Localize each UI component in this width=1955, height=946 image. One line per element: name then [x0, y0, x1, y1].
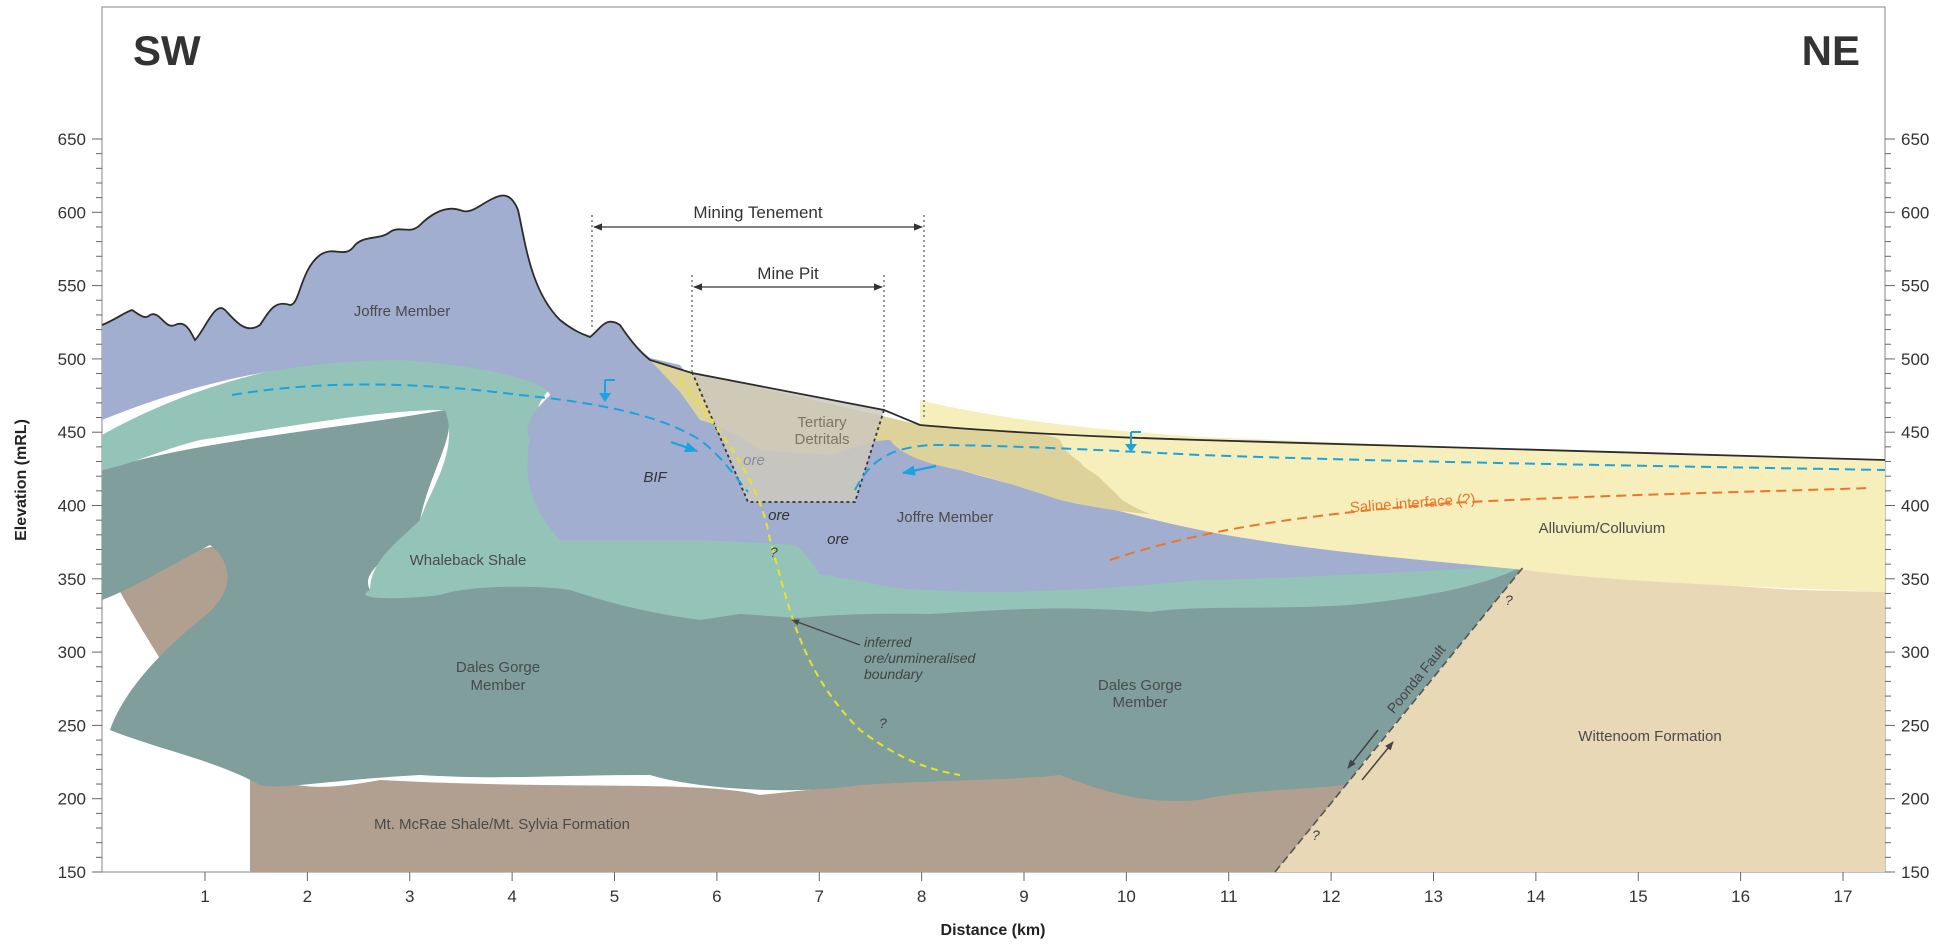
mine-pit-label: Mine Pit: [757, 264, 819, 283]
y-tick-label-left: 200: [58, 790, 86, 809]
x-tick-label: 4: [507, 887, 516, 906]
y-tick-label-left: 600: [58, 203, 86, 222]
x-tick-label: 15: [1629, 887, 1648, 906]
y-tick-label-right: 200: [1901, 790, 1929, 809]
ground-surface-line: [101, 194, 1886, 461]
x-tick-label: 9: [1019, 887, 1028, 906]
y-tick-label-left: 650: [58, 130, 86, 149]
uncertainty-mark-3: ?: [1505, 592, 1513, 608]
fault-arrow-up: [1361, 741, 1394, 781]
x-tick-label: 3: [405, 887, 414, 906]
y-tick-label-left: 350: [58, 570, 86, 589]
y-tick-label-left: 300: [58, 643, 86, 662]
y-tick-label-left: 550: [58, 277, 86, 296]
uncertainty-mark-1: ?: [770, 544, 778, 560]
ore-label-pit: ore: [743, 452, 765, 469]
x-tick-label: 11: [1220, 887, 1238, 906]
whaleback-shale-label: Whaleback Shale: [410, 552, 527, 569]
mcrae-shale-label: Mt. McRae Shale/Mt. Sylvia Formation: [374, 816, 630, 833]
flow-arrow-left: [670, 440, 699, 453]
y-tick-label-right: 450: [1901, 423, 1929, 442]
ore-label-lower-2: ore: [827, 531, 849, 548]
x-tick-label: 13: [1424, 887, 1443, 906]
x-tick-label: 6: [712, 887, 721, 906]
y-tick-label-left: 500: [58, 350, 86, 369]
y-axis-right: 150 200 250 300 350 400 450 500 550 600 650: [1885, 130, 1929, 882]
x-tick-label: 10: [1117, 887, 1136, 906]
tertiary-detritals-label-1: Tertiary: [797, 414, 847, 431]
alluvium-unit: [920, 400, 1885, 592]
joffre-member-label-upper: Joffre Member: [354, 303, 450, 320]
inferred-boundary-label-1: inferred: [864, 634, 913, 650]
x-tick-label: 17: [1834, 887, 1853, 906]
dales-gorge-right-label-1: Dales Gorge: [1098, 677, 1182, 694]
ore-label-lower-1: ore: [768, 507, 790, 524]
y-tick-label-left: 150: [58, 863, 86, 882]
mcrae-shale-unit: [102, 544, 1370, 872]
x-tick-label: 16: [1731, 887, 1750, 906]
water-level-marker-right-head: [1125, 444, 1137, 452]
poonda-fault-line: [1274, 564, 1526, 873]
y-tick-label-right: 150: [1901, 863, 1929, 882]
x-tick-label: 7: [815, 887, 824, 906]
fault-arrow-down: [1347, 729, 1379, 769]
y-tick-label-right: 250: [1901, 716, 1929, 735]
x-tick-label: 12: [1322, 887, 1341, 906]
uncertainty-mark-2: ?: [879, 715, 887, 731]
y-tick-label-left: 400: [58, 497, 86, 516]
y-tick-label-right: 600: [1901, 203, 1929, 222]
dales-gorge-left-label-1: Dales Gorge: [456, 659, 540, 676]
y-axis-title: Elevation (mRL): [13, 419, 30, 541]
uncertainty-mark-4: ?: [1312, 827, 1320, 843]
y-tick-label-left: 450: [58, 423, 86, 442]
y-tick-label-right: 500: [1901, 350, 1929, 369]
direction-ne: NE: [1802, 27, 1860, 74]
x-axis-title: Distance (km): [941, 922, 1046, 939]
y-tick-label-right: 550: [1901, 277, 1929, 296]
x-tick-label: 5: [610, 887, 619, 906]
wittenoom-formation-label: Wittenoom Formation: [1578, 728, 1721, 745]
inferred-boundary-label-3: boundary: [864, 666, 923, 682]
dales-gorge-left-label-2: Member: [470, 677, 525, 694]
wittenoom-formation-unit: [1275, 565, 1885, 872]
geology-layers: [102, 195, 1885, 872]
y-tick-label-right: 400: [1901, 497, 1929, 516]
dales-gorge-right-label-2: Member: [1112, 694, 1167, 711]
pit-outline: [691, 371, 885, 503]
joffre-member-label-lower: Joffre Member: [897, 509, 993, 526]
x-tick-label: 8: [917, 887, 926, 906]
mining-tenement-label: Mining Tenement: [693, 203, 822, 222]
water-table-line: [231, 383, 1886, 493]
water-level-marker-left-head: [599, 393, 611, 402]
y-tick-label-right: 650: [1901, 130, 1929, 149]
y-tick-label-right: 350: [1901, 570, 1929, 589]
whaleback-shale-unit: [102, 351, 1525, 620]
flow-arrow-right: [901, 464, 937, 476]
direction-sw: SW: [133, 27, 201, 74]
x-tick-label: 2: [303, 887, 312, 906]
bif-label: BIF: [643, 469, 667, 486]
alluvium-label: Alluvium/Colluvium: [1539, 520, 1666, 537]
y-axis-left: 150 200 250 300 350 400 450 500 550 600 650: [58, 130, 102, 882]
x-tick-label: 1: [200, 887, 209, 906]
x-tick-label: 14: [1526, 887, 1545, 906]
mine-pit-fill: [692, 372, 884, 502]
joffre-member-unit: [102, 195, 1525, 592]
tertiary-detritals-label-2: Detritals: [794, 431, 849, 448]
inferred-boundary-label-2: ore/unmineralised: [864, 650, 976, 666]
inferred-boundary-pointer: [791, 619, 861, 646]
saline-interface-line: [1109, 487, 1871, 561]
y-tick-label-right: 300: [1901, 643, 1929, 662]
y-tick-label-left: 250: [58, 716, 86, 735]
